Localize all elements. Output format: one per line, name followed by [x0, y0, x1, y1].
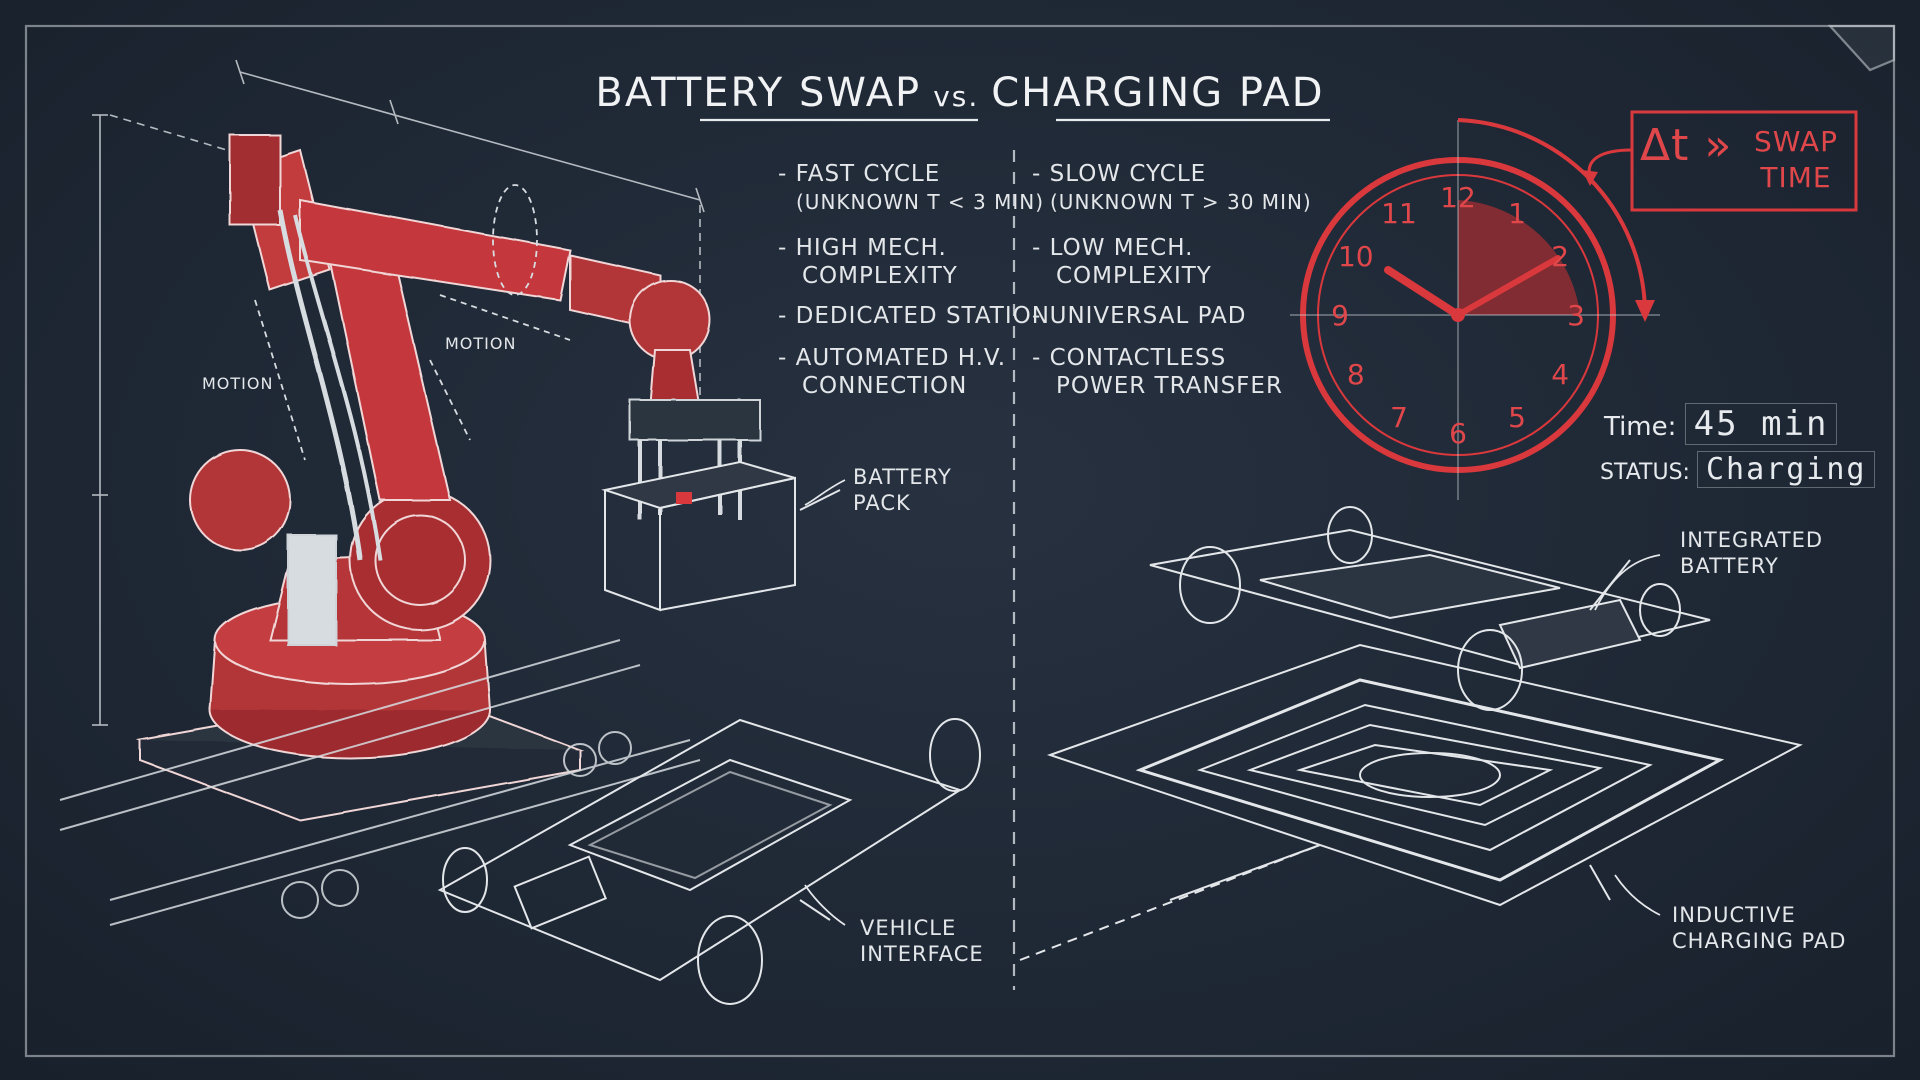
- inductive-pad-label-line: Inductive: [1672, 903, 1796, 927]
- clock-number: 1: [1508, 197, 1526, 230]
- swap-time-callout: Swaptime: [1754, 124, 1838, 196]
- time-label: Time:: [1604, 412, 1677, 442]
- pad-point-line1: - Low mech.: [1032, 235, 1194, 261]
- integrated-battery-label: Integratedbattery: [1680, 527, 1823, 579]
- title-vs: vs.: [933, 80, 980, 113]
- swap-point: - High mech.complexity: [778, 234, 958, 290]
- pad-point-line2: complexity: [1056, 263, 1212, 289]
- page-title: Battery Swap vs. Charging Pad: [0, 70, 1920, 116]
- title-right: Charging Pad: [991, 70, 1325, 116]
- title-left: Battery Swap: [595, 70, 922, 116]
- status-value: Charging: [1696, 451, 1876, 488]
- clock-number: 6: [1449, 417, 1467, 450]
- inductive-pad-label: Inductivecharging pad: [1672, 902, 1846, 954]
- vehicle-interface-label-line: Vehicle: [860, 916, 957, 940]
- vehicle-chassis-right: [1149, 506, 1711, 711]
- swap-point-line2: (unknown t < 3 min): [796, 190, 1045, 214]
- battery-pack-label: Batterypack: [853, 464, 952, 516]
- label-pointers: [804, 479, 1661, 926]
- clock-sketch: [1290, 118, 1660, 500]
- robot-arm: [136, 134, 761, 822]
- swap-point: - Fast cycle (unknown t < 3 min): [778, 160, 1044, 216]
- clock-number: 8: [1347, 358, 1365, 391]
- rotation-arrows: [254, 184, 571, 461]
- clock-number: 10: [1338, 240, 1374, 273]
- delta-t-symbol: Δt »: [1640, 120, 1732, 171]
- pad-point-line1: - Universal pad: [1032, 303, 1247, 329]
- pad-point: - Slow cycle (unknown t > 30 min): [1032, 160, 1312, 216]
- pad-point-line1: - Slow cycle: [1032, 161, 1207, 187]
- pad-point: - Contactlesspower transfer: [1032, 344, 1283, 400]
- swap-point-line2: connection: [802, 373, 968, 399]
- inductive-pad-label-line: charging pad: [1672, 929, 1847, 953]
- integrated-battery-label-line: battery: [1680, 554, 1779, 578]
- swap-point-line1: - Dedicated station: [778, 303, 1050, 329]
- inductive-pad-sketch: [1019, 643, 1803, 961]
- motion-label: Motion: [445, 334, 517, 353]
- swap-point: - Automated H.V.connection: [778, 344, 1006, 400]
- dimension-lines: [92, 59, 705, 726]
- motion-label: Motion: [202, 374, 274, 393]
- swap-point-line1: - Automated H.V.: [778, 345, 1007, 371]
- pad-point-line1: - Contactless: [1032, 345, 1227, 371]
- vehicle-interface-label: Vehicleinterface: [860, 915, 984, 967]
- battery-pack-label-line: pack: [853, 491, 911, 515]
- clock-number: 11: [1381, 197, 1417, 230]
- pad-point-line2: power transfer: [1056, 373, 1283, 399]
- rail-track: [59, 639, 701, 926]
- battery-pack-label-line: Battery: [853, 465, 952, 489]
- time-value: 45 min: [1684, 403, 1838, 445]
- time-readout: Time: 45 min: [1604, 403, 1838, 445]
- vehicle-chassis-left: [437, 718, 981, 1005]
- swap-point-line2: complexity: [802, 263, 958, 289]
- callout-line: time: [1760, 161, 1832, 194]
- swap-point-line1: - High mech.: [778, 235, 947, 261]
- delta-t-text: Δt: [1640, 120, 1690, 171]
- clock-number: 12: [1440, 181, 1476, 214]
- clock-number: 9: [1331, 299, 1349, 332]
- board-frame: [24, 24, 1896, 1058]
- chevrons-icon: »: [1704, 120, 1733, 171]
- clock-number: 3: [1567, 299, 1585, 332]
- clock-number: 4: [1551, 358, 1569, 391]
- battery-pack-sketch: [601, 460, 841, 612]
- callout-frame: [1582, 110, 1858, 212]
- swap-point-line1: - Fast cycle: [778, 161, 941, 187]
- integrated-battery-label-line: Integrated: [1680, 528, 1824, 552]
- pad-point: - Low mech.complexity: [1032, 234, 1212, 290]
- callout-line: Swap: [1754, 125, 1838, 158]
- status-readout: Status: Charging: [1600, 451, 1876, 488]
- swap-point: - Dedicated station: [778, 302, 1050, 330]
- status-label: Status:: [1600, 460, 1690, 485]
- vehicle-interface-label-line: interface: [860, 942, 984, 966]
- clock-number: 5: [1508, 401, 1526, 434]
- pad-point-line2: (unknown t > 30 min): [1050, 190, 1312, 214]
- pad-point: - Universal pad: [1032, 302, 1246, 330]
- clock-number: 7: [1390, 401, 1408, 434]
- clock-number: 2: [1551, 240, 1569, 273]
